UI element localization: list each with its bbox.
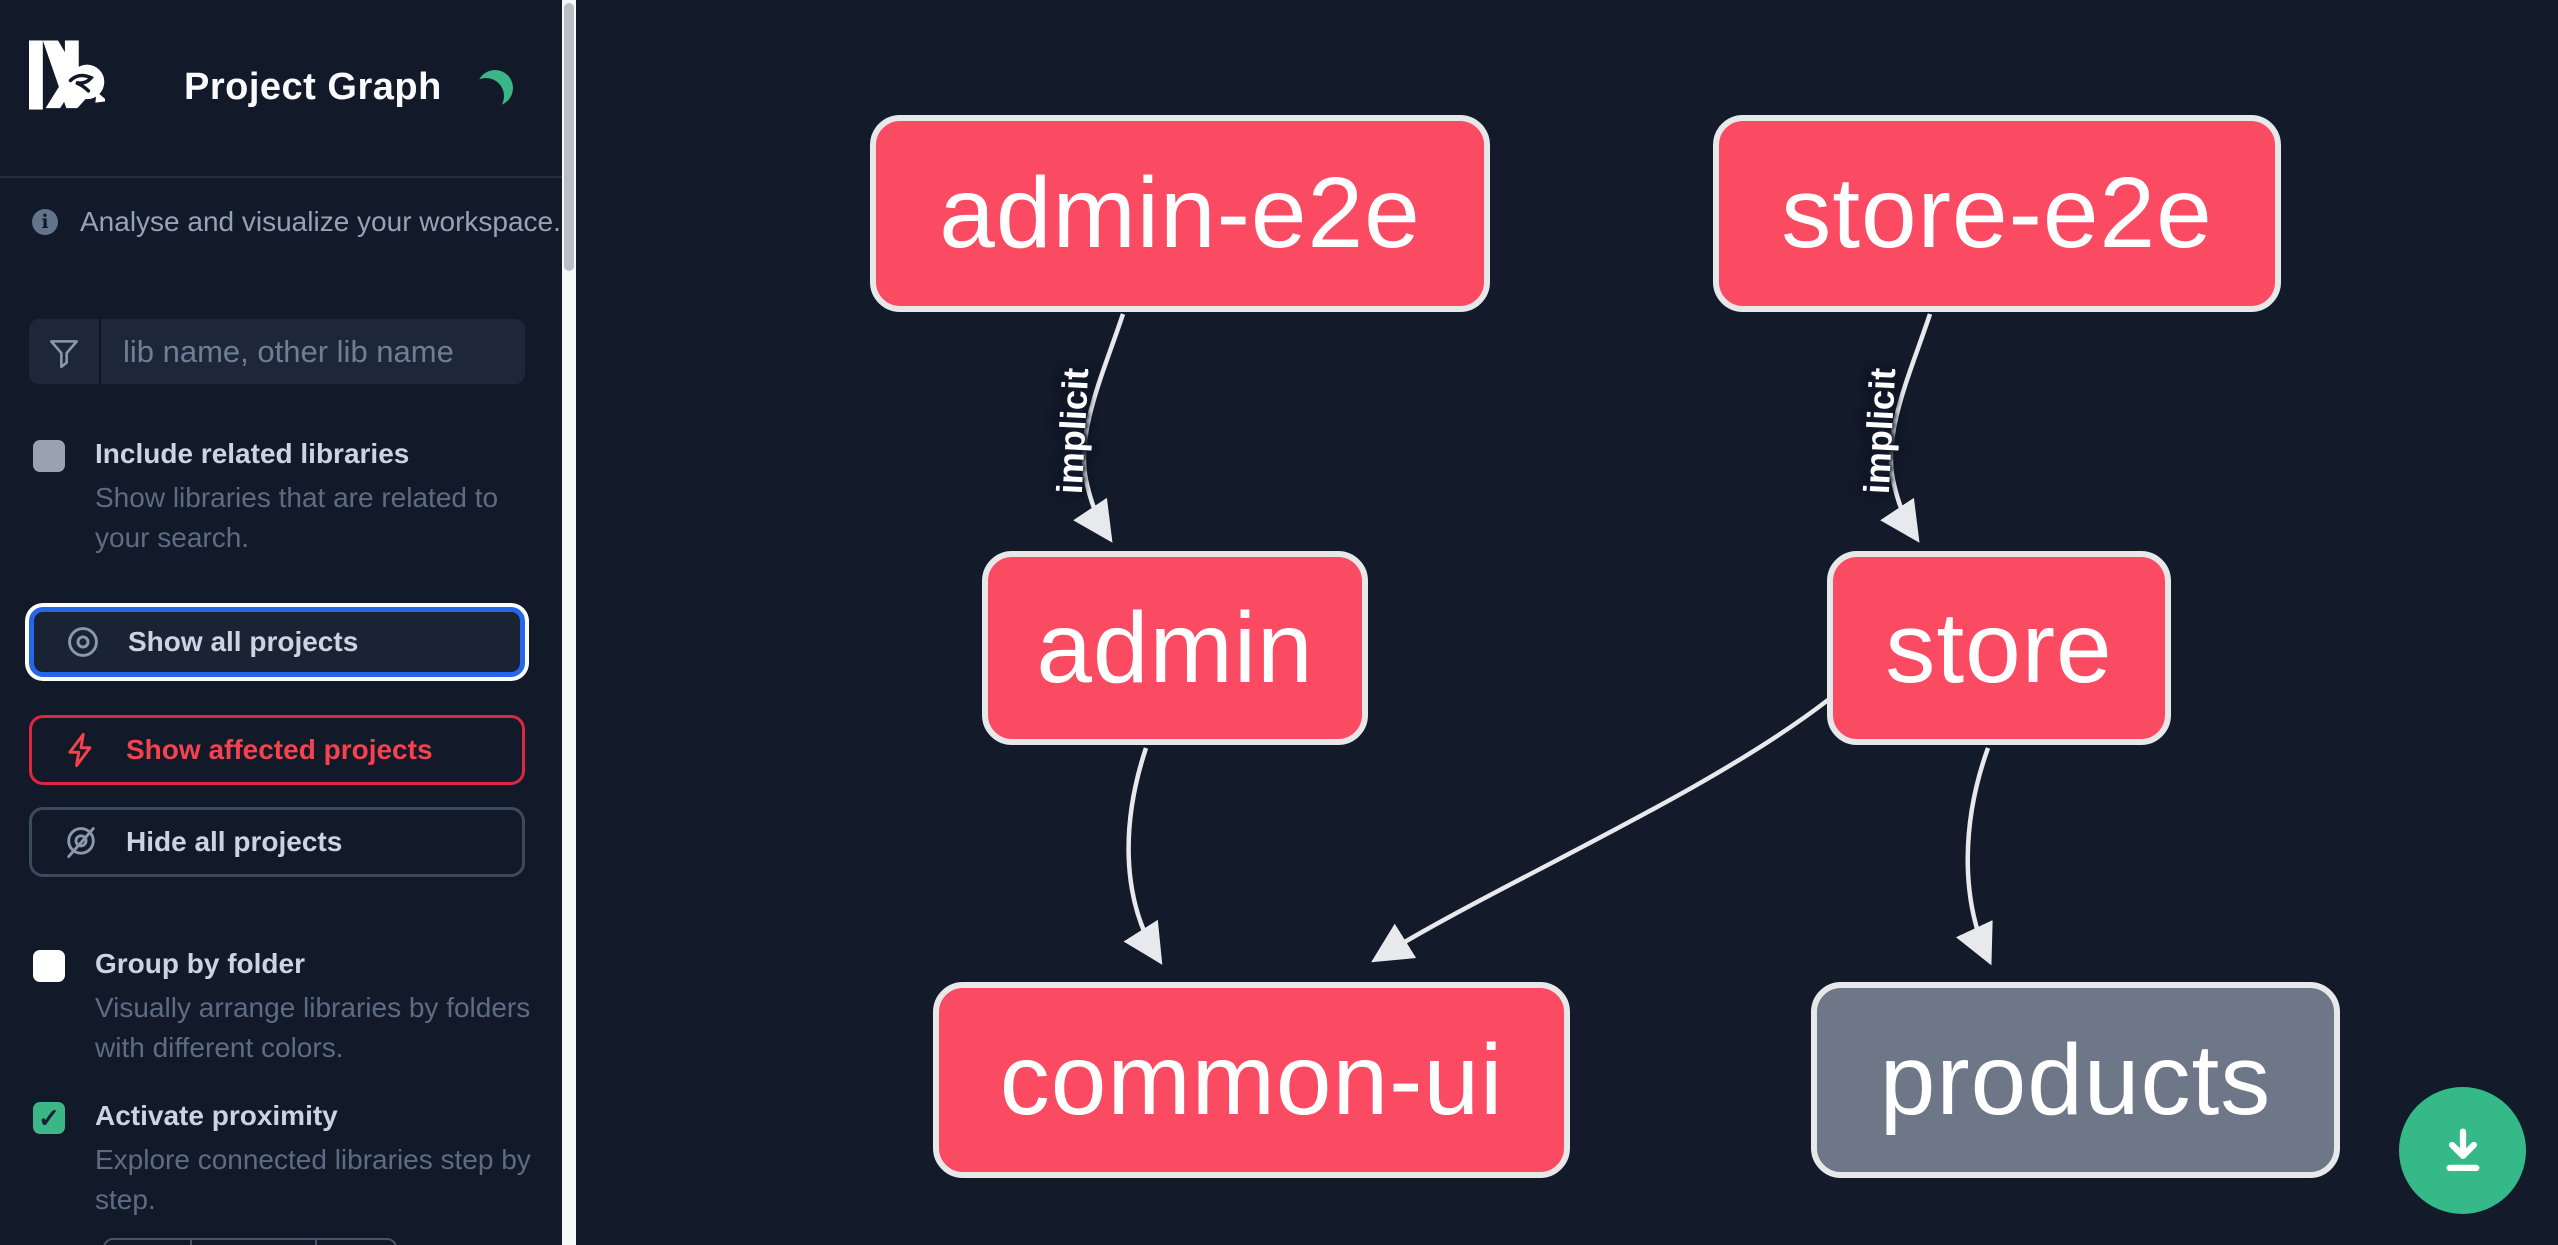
edge-store-to-products[interactable] bbox=[1955, 747, 1993, 966]
graph-node-store[interactable]: store bbox=[1827, 551, 2171, 745]
activate-proximity-checkbox[interactable]: ✓ bbox=[33, 1102, 65, 1134]
activate-proximity-description: Explore connected libraries step by step… bbox=[95, 1144, 531, 1215]
proximity-increment-button[interactable] bbox=[315, 1240, 395, 1245]
graph-node-store-e2e[interactable]: store-e2e bbox=[1713, 115, 2281, 312]
edge-admin-e2e-to-admin[interactable] bbox=[1073, 313, 1126, 543]
group-by-folder-label: Group by folder bbox=[95, 948, 305, 979]
show-affected-projects-button[interactable]: Show affected projects bbox=[29, 715, 525, 785]
eye-icon bbox=[64, 623, 102, 661]
proximity-decrement-button[interactable] bbox=[105, 1240, 190, 1245]
graph-node-products[interactable]: products bbox=[1811, 982, 2340, 1178]
header-divider bbox=[0, 176, 562, 178]
hide-all-projects-button[interactable]: Hide all projects bbox=[29, 807, 525, 877]
nx-logo bbox=[29, 40, 108, 110]
page-title: Project Graph bbox=[184, 66, 442, 108]
toggle-activate-proximity: ✓ Activate proximity Explore connected l… bbox=[33, 1100, 540, 1220]
eye-off-icon bbox=[62, 823, 100, 861]
graph-node-admin[interactable]: admin bbox=[982, 551, 1368, 745]
intro-text: Analyse and visualize your workspace. bbox=[80, 206, 561, 237]
info-icon: i bbox=[32, 209, 58, 235]
graph-node-admin-e2e[interactable]: admin-e2e bbox=[870, 115, 1490, 312]
hide-all-projects-label: Hide all projects bbox=[126, 826, 343, 857]
download-icon bbox=[2434, 1122, 2492, 1180]
checkmark-icon: ✓ bbox=[38, 1102, 60, 1133]
proximity-value bbox=[190, 1240, 315, 1245]
edge-admin-to-common-ui[interactable] bbox=[1123, 747, 1163, 965]
group-by-folder-checkbox[interactable] bbox=[33, 950, 65, 982]
search-input[interactable] bbox=[101, 319, 525, 384]
show-affected-projects-label: Show affected projects bbox=[126, 734, 433, 765]
intro-row: i Analyse and visualize your workspace. bbox=[32, 206, 561, 238]
show-all-projects-label: Show all projects bbox=[128, 626, 359, 657]
funnel-icon bbox=[29, 319, 101, 384]
include-related-label: Include related libraries bbox=[95, 438, 410, 469]
toggle-include-related: Include related libraries Show libraries… bbox=[33, 438, 540, 558]
download-graph-button[interactable] bbox=[2399, 1087, 2526, 1214]
theme-toggle-moon-icon[interactable] bbox=[477, 70, 513, 106]
group-by-folder-description: Visually arrange libraries by folders wi… bbox=[95, 992, 531, 1063]
graph-node-common-ui[interactable]: common-ui bbox=[933, 982, 1570, 1178]
sidebar: Project Graph i Analyse and visualize yo… bbox=[0, 0, 562, 1245]
edge-label-implicit-admin: implicit bbox=[1048, 366, 1097, 495]
activate-proximity-label: Activate proximity bbox=[95, 1100, 338, 1131]
edge-label-implicit-store: implicit bbox=[1855, 366, 1904, 495]
toggle-group-by-folder: Group by folder Visually arrange librari… bbox=[33, 948, 540, 1068]
show-all-projects-button[interactable]: Show all projects bbox=[29, 607, 525, 677]
search-box bbox=[29, 319, 525, 384]
include-related-description: Show libraries that are related to your … bbox=[95, 482, 499, 553]
sidebar-scrollbar-thumb[interactable] bbox=[564, 3, 574, 271]
bolt-icon bbox=[62, 731, 100, 769]
edge-store-e2e-to-store[interactable] bbox=[1880, 313, 1933, 543]
include-related-checkbox[interactable] bbox=[33, 440, 65, 472]
edge-store-to-common-ui[interactable] bbox=[1371, 698, 1830, 963]
proximity-stepper bbox=[103, 1238, 397, 1245]
sidebar-scrollbar-track[interactable] bbox=[562, 0, 576, 1245]
